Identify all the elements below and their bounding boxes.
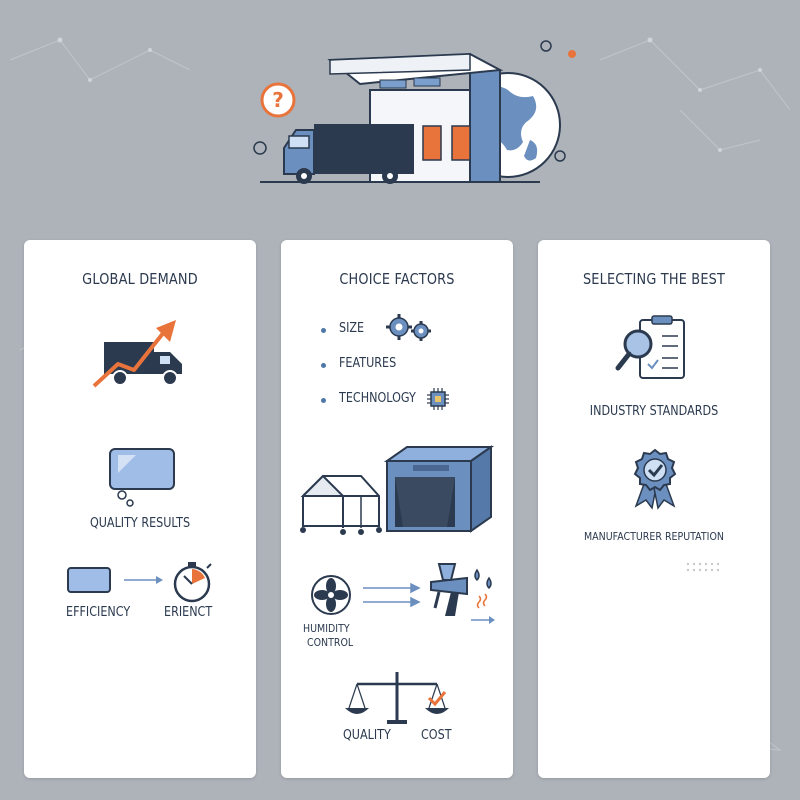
truck-trend-icon	[92, 320, 182, 388]
card-title: SELECTING THE BEST	[582, 270, 726, 288]
badge-check-icon	[633, 448, 677, 510]
card-title: GLOBAL DEMAND	[82, 270, 198, 288]
bullet-dot	[321, 398, 326, 403]
efficiency-label-right: ERIENCT	[164, 605, 213, 620]
svg-text:?: ?	[272, 88, 284, 112]
card-selecting-best: SELECTING THE BEST INDUSTRY STANDARDS MA…	[538, 240, 770, 778]
clipboard-search-icon	[615, 315, 685, 379]
gears-icon	[386, 314, 431, 341]
bullet-dot	[321, 363, 326, 368]
card-choice-factors: CHOICE FACTORS SIZE FEATURES TECHNOLOGY	[281, 240, 513, 778]
efficiency-row-icons	[67, 562, 212, 603]
dot-grid-decoration	[686, 562, 720, 572]
humidity-label: HUMIDITY	[303, 622, 350, 635]
trend-arrow-icon	[92, 330, 166, 388]
stopwatch-icon	[173, 562, 212, 603]
card-global-demand: GLOBAL DEMAND QUALITY RESULTS EFFICIENCY…	[24, 240, 256, 778]
efficiency-label: EFFICIENCY	[66, 605, 131, 620]
industry-standards-label: INDUSTRY STANDARDS	[589, 404, 719, 419]
scale-icon	[345, 672, 449, 724]
spray-gun-icon	[430, 563, 495, 624]
control-label: CONTROL	[307, 636, 354, 649]
cost-label: COST	[421, 728, 452, 743]
quality-label: QUALITY	[343, 728, 391, 743]
bullet-features: FEATURES	[339, 356, 397, 371]
truck-icon	[283, 124, 414, 184]
card-title: CHOICE FACTORS	[339, 270, 455, 288]
airflow-arrows	[363, 582, 421, 608]
manufacturer-reputation-label: MANUFACTURER REPUTATION	[583, 530, 724, 543]
bullet-dot	[321, 328, 326, 333]
tent-icon	[300, 474, 382, 535]
bullet-technology: TECHNOLOGY	[339, 391, 416, 406]
quality-screen-icon	[109, 448, 175, 507]
fan-icon	[311, 575, 351, 615]
quality-results-label: QUALITY RESULTS	[89, 516, 191, 531]
header-illustration: ?	[253, 40, 576, 184]
question-icon: ?	[260, 82, 296, 118]
chip-icon	[427, 388, 449, 410]
bullet-size: SIZE	[339, 321, 365, 336]
booth-icon	[383, 445, 495, 533]
